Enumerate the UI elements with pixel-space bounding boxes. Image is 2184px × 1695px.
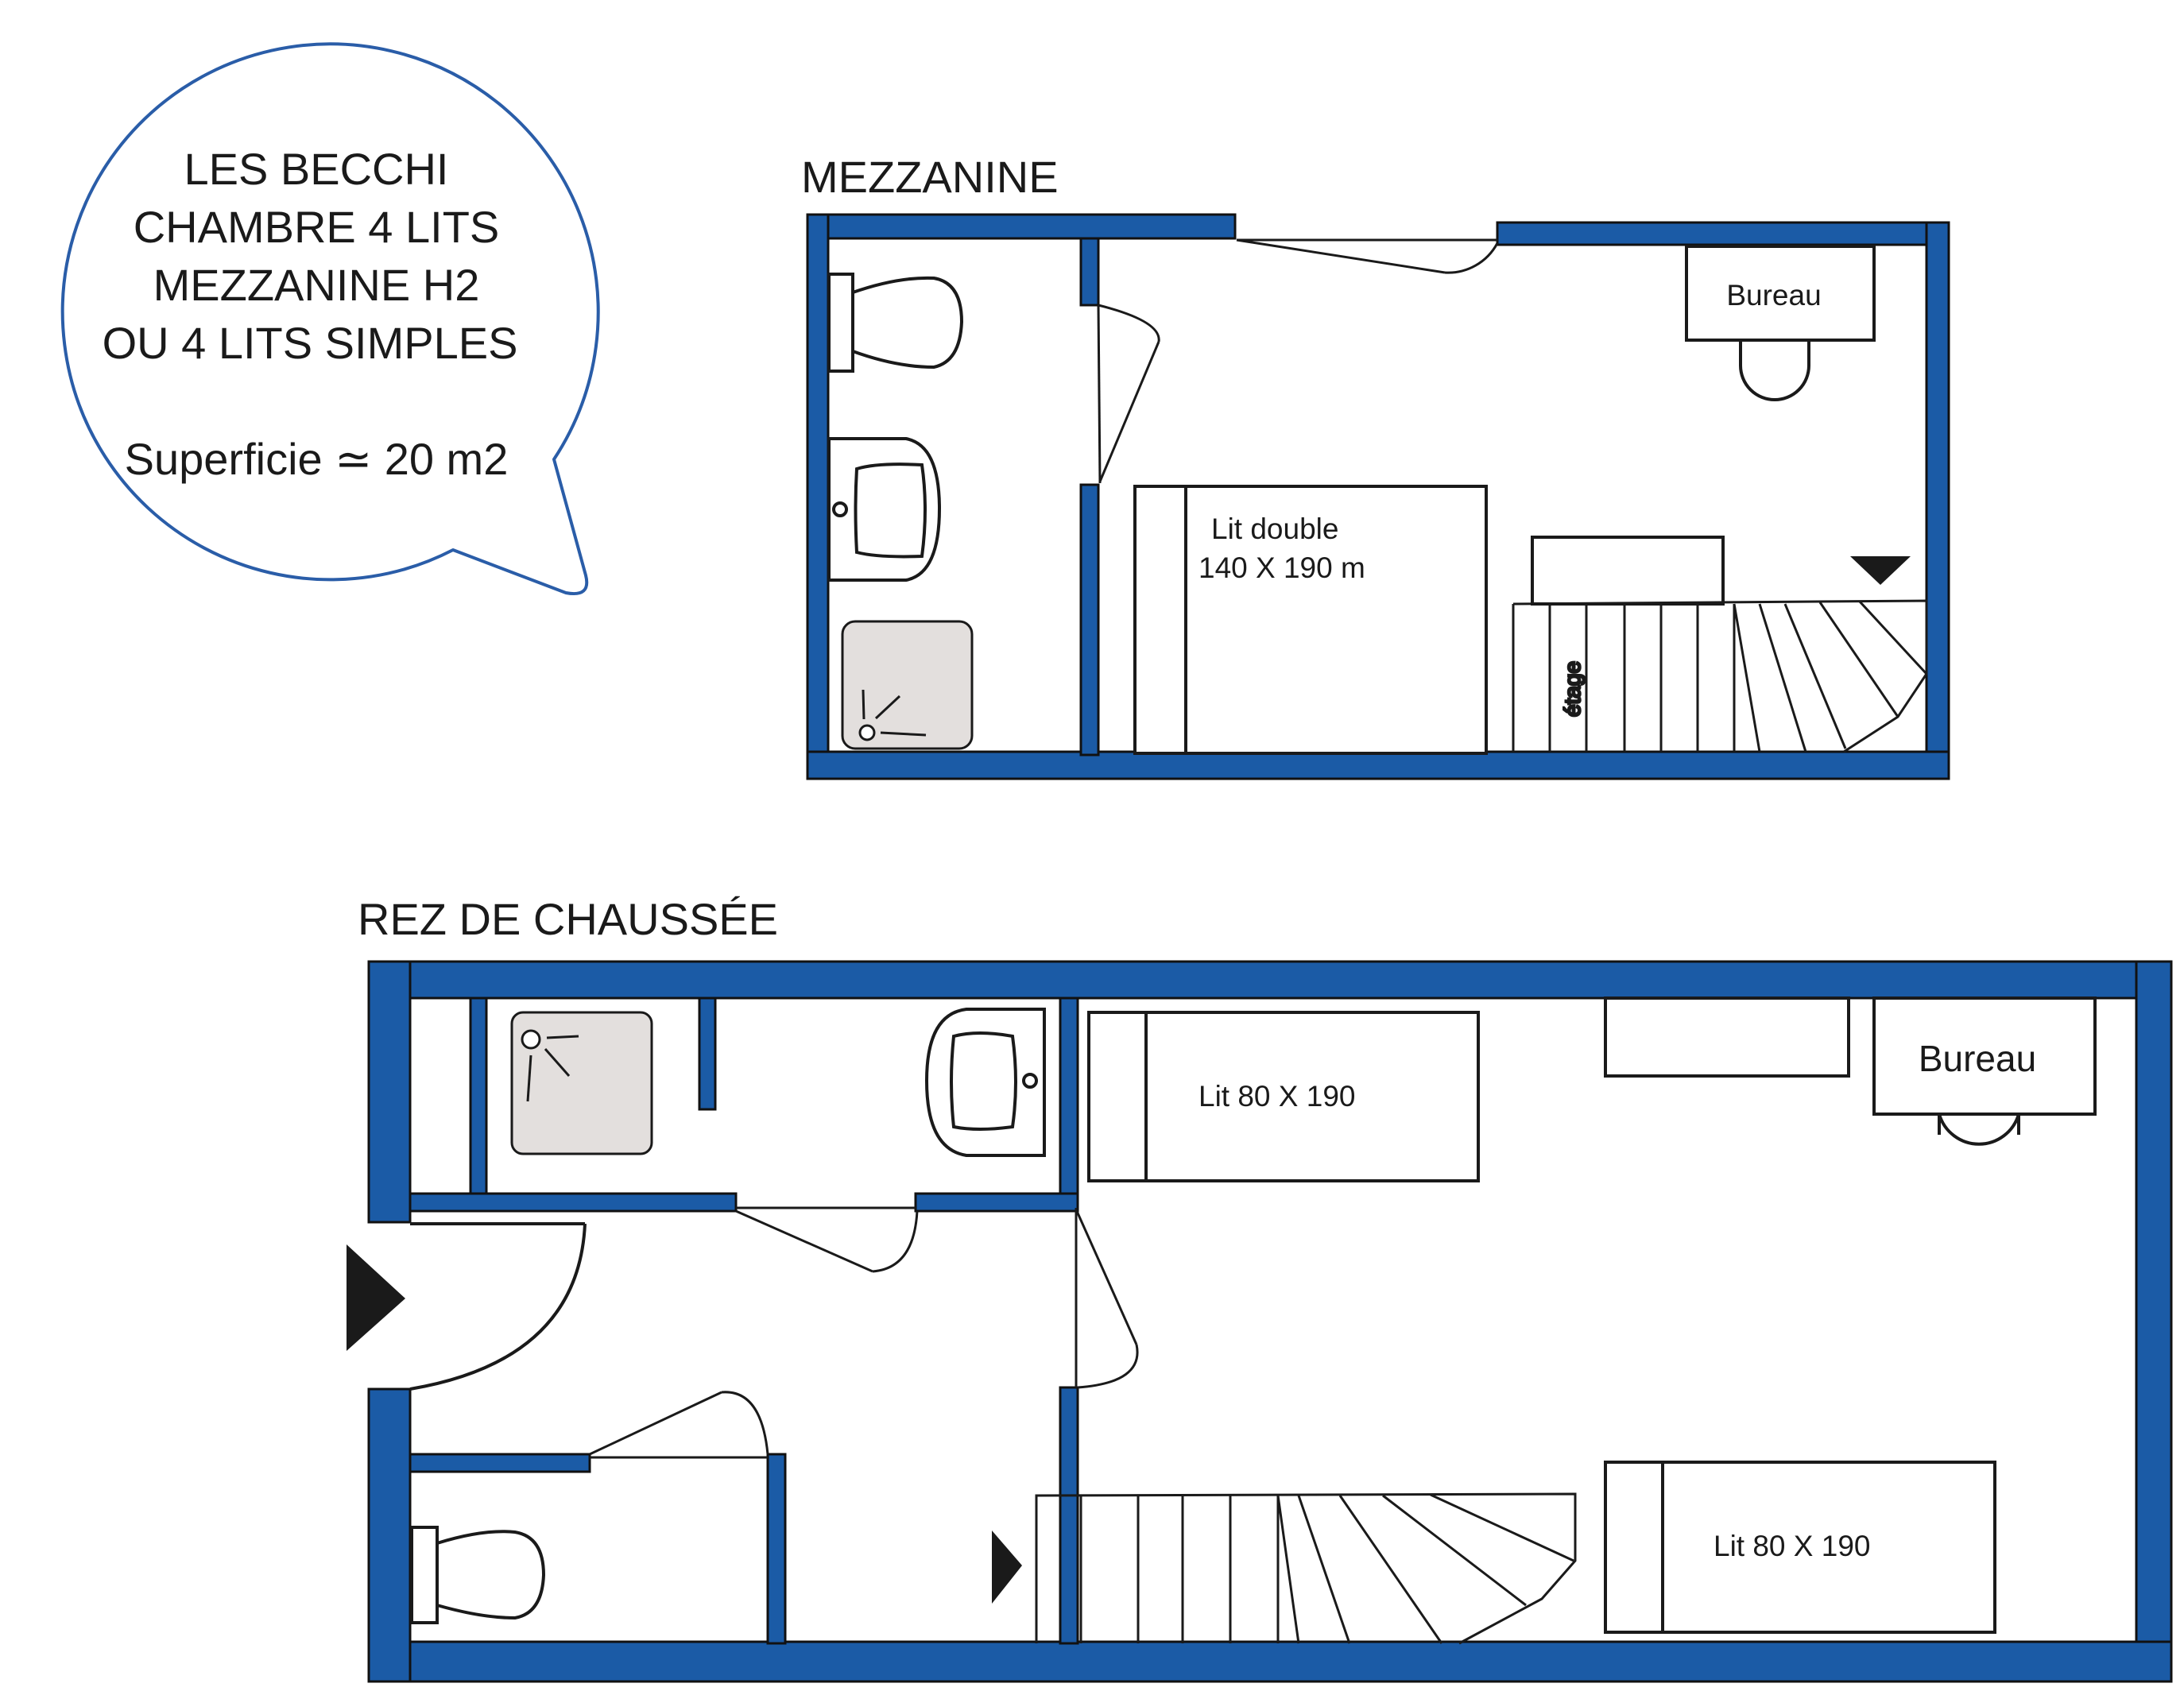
ground-partition-bath-left [409,1192,738,1213]
mezzanine-title: MEZZANINE [801,152,1059,202]
ground-stairs-arrow-icon [992,1531,1022,1604]
bubble-line-mezzanine: MEZZANINE H2 [153,260,480,310]
ground-bed-2-label: Lit 80 X 190 [1714,1530,1870,1562]
mezz-bathroom-door [1097,304,1160,484]
info-bubble: LES BECCHI CHAMBRE 4 LITS MEZZANINE H2 O… [60,42,600,595]
ground-wall-bottom [367,1640,2173,1683]
ground-room-door [1075,1208,1139,1389]
mezz-wall-top-left [806,213,1237,240]
ground-floor-title: REZ DE CHAUSSÉE [358,894,778,944]
ground-entrance-arrow-icon [347,1244,405,1351]
ground-wall-left-upper [367,960,412,1224]
ground-desk-label: Bureau [1919,1038,2036,1079]
mezz-staircase: étage [1512,599,1928,753]
ground-sink-icon [924,1008,1046,1157]
mezz-bed-label-line1: Lit double [1211,513,1338,545]
ground-wc-door [589,1391,769,1459]
ground-partition-wc-top [409,1453,591,1473]
ground-bed-2: Lit 80 X 190 [1604,1461,1996,1634]
ground-floor-plan: REZ DE CHAUSSÉE [347,894,2173,1683]
ground-partition-right-lower [1059,1386,1079,1645]
mezz-desk: Bureau [1685,245,1876,401]
ground-entrance-door [409,1222,587,1391]
bubble-line-beds: OU 4 LITS SIMPLES [103,318,518,368]
mezz-partition-lower [1079,483,1100,757]
mezz-partition-upper [1079,237,1100,307]
ground-wall-right [2135,960,2173,1683]
mezz-stairs-arrow-icon [1850,556,1911,585]
ground-walls [367,960,2173,1683]
bubble-line-area: Superficie ≃ 20 m2 [125,434,509,484]
mezz-wall-top-right [1496,221,1950,246]
mezz-double-bed: Lit double 140 X 190 m [1133,485,1488,755]
ground-bathroom-door [735,1206,919,1273]
ground-partition-shower [469,996,488,1197]
ground-cabinet [1604,996,1850,1078]
ground-bed-1-label: Lit 80 X 190 [1198,1080,1355,1113]
ground-wall-top [367,960,2173,1000]
mezz-shower-icon [841,620,974,750]
mezz-railing [1531,536,1725,606]
mezz-sink-icon [827,437,942,582]
ground-shower-icon [510,1011,653,1155]
bubble-line-room: CHAMBRE 4 LITS [134,202,500,252]
ground-staircase [1035,1492,1577,1645]
mezz-entry-door [1236,238,1499,274]
ground-partition-right-upper [1059,996,1079,1209]
mezzanine-plan: MEZZANINE [801,152,1950,780]
ground-desk: Bureau [1872,996,2097,1146]
mezz-desk-label: Bureau [1726,279,1821,312]
mezz-toilet-icon [827,273,964,373]
mezz-stairs-label: étage [1560,661,1585,717]
mezz-bed-label-line2: 140 X 190 m [1198,551,1365,584]
ground-bed-1: Lit 80 X 190 [1087,1011,1480,1182]
ground-partition-mid [698,996,717,1111]
mezz-wall-left [806,213,830,780]
bubble-line-name: LES BECCHI [184,144,449,194]
ground-partition-wc-right [766,1453,787,1645]
mezz-wall-right [1925,221,1950,780]
speech-bubble-outline [60,42,600,595]
mezz-wall-bottom [806,750,1950,780]
ground-toilet-icon [410,1526,546,1624]
ground-partition-bath-right [914,1192,1079,1213]
ground-wall-left-lower [367,1387,412,1683]
